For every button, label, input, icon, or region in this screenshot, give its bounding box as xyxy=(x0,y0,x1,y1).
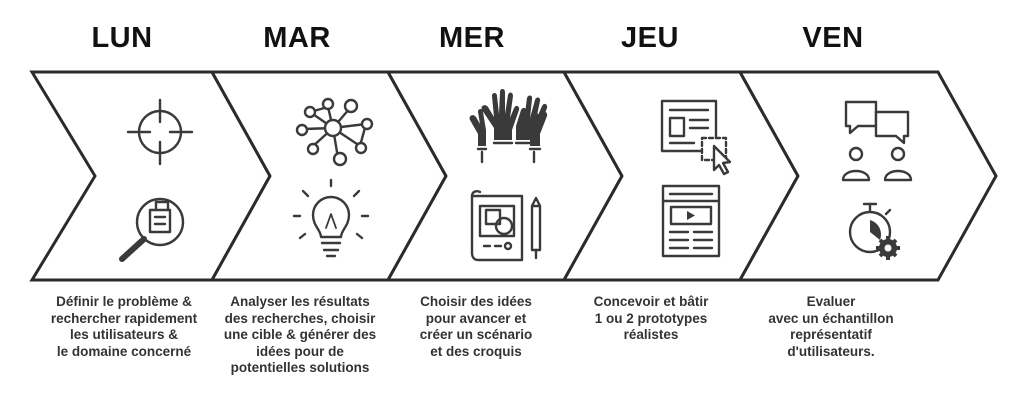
network-nodes-icon xyxy=(295,97,374,167)
stopwatch-gear-icon xyxy=(848,202,900,260)
day-label-lun: LUN xyxy=(91,22,153,54)
day-label-mar: MAR xyxy=(263,22,331,54)
day-label-mer: MER xyxy=(439,22,505,54)
stage-description-jeu: Concevoir et bâtir 1 ou 2 prototypes réa… xyxy=(593,294,709,342)
stage-description-ven: Evaluer avec un échantillon représentati… xyxy=(768,294,894,359)
crosshair-icon xyxy=(126,98,194,166)
day-label-ven: VEN xyxy=(802,22,864,54)
wireframe-cursor-icon xyxy=(660,99,732,176)
stage-description-mer: Choisir des idées pour avancer et créer … xyxy=(419,294,533,359)
stage-description-mar: Analyser les résultats des recherches, c… xyxy=(223,294,377,375)
day-label-jeu: JEU xyxy=(621,22,679,54)
sketch-blueprint-icon xyxy=(470,190,542,262)
raised-hands-icon xyxy=(469,89,548,164)
magnifier-building-icon xyxy=(119,197,185,262)
lightbulb-icon xyxy=(292,178,370,258)
conversation-users-icon xyxy=(841,100,913,182)
stage-description-lun: Définir le problème & rechercher rapidem… xyxy=(50,294,198,359)
webpage-layout-icon xyxy=(661,184,721,258)
